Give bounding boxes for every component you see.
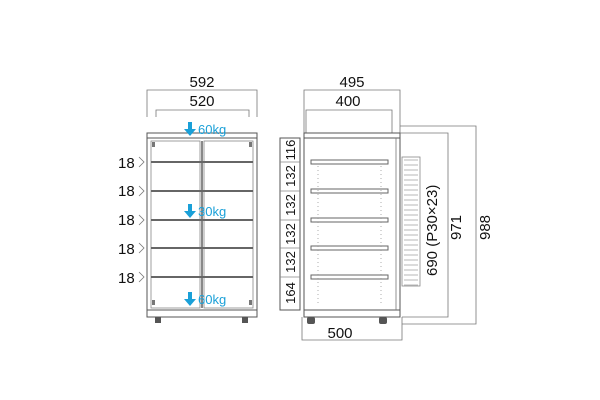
- hinge-bottom-right: [249, 300, 252, 305]
- adjust-range-label: 690 (P30×23): [424, 185, 441, 276]
- left-glass-door: [150, 140, 201, 309]
- load-middle-label: 30kg: [198, 204, 226, 219]
- total-height-dimension-line: [400, 125, 477, 325]
- inner-width-dimension-line: [155, 109, 250, 117]
- chevron-right-icon: [138, 185, 145, 197]
- front-base-board: [146, 309, 258, 318]
- load-bottom: 60kg: [184, 292, 226, 307]
- side-base-board: [303, 309, 401, 318]
- base-depth-label: 500: [327, 325, 352, 342]
- load-bottom-label: 60kg: [198, 292, 226, 307]
- pitch-column-frame: [279, 137, 301, 311]
- shelf-thickness-label: 18: [118, 270, 135, 287]
- side-top-board: [303, 132, 401, 139]
- shelf-pitch-label: 164: [283, 282, 298, 304]
- shelf-thickness-label: 18: [118, 155, 135, 172]
- side-caster-back: [379, 317, 387, 324]
- side-view: 495 400 116 132 132 132 132 164: [279, 74, 494, 342]
- shelf-thickness-label: 18: [118, 212, 135, 229]
- inner-depth-label: 400: [335, 93, 360, 110]
- side-shelves: [310, 159, 389, 280]
- shelf-thickness-label: 18: [118, 241, 135, 258]
- right-glass-door: [203, 140, 254, 309]
- base-depth-dimension-line: [301, 317, 403, 341]
- outer-width-label: 592: [189, 74, 214, 91]
- front-foot-right: [242, 317, 248, 323]
- load-top-label: 60kg: [198, 122, 226, 137]
- side-shelf: [310, 188, 389, 194]
- down-arrow-icon: [184, 122, 196, 136]
- chevron-right-icon: [138, 214, 145, 226]
- shelf-pitch-label: 132: [283, 194, 298, 216]
- side-shelf: [310, 159, 389, 165]
- chevron-right-icon: [138, 242, 145, 254]
- body-height-dimension-line: [400, 132, 449, 318]
- down-arrow-icon: [184, 292, 196, 306]
- front-top-board: [146, 132, 258, 139]
- outer-width-dimension-line: [146, 89, 258, 117]
- side-shelf: [310, 245, 389, 251]
- side-caster-front: [307, 317, 315, 324]
- inner-width-label: 520: [189, 93, 214, 110]
- shelf-pitch-column: 116 132 132 132 132 164: [279, 137, 301, 311]
- total-height-label: 988: [477, 215, 494, 240]
- shelf-pitch-label: 132: [283, 251, 298, 273]
- load-middle: 30kg: [184, 204, 226, 219]
- adjustment-ladder: [401, 156, 421, 287]
- front-view: 592 520 60kg: [118, 74, 258, 323]
- hinge-top-left: [152, 142, 155, 147]
- adjustment-ladder-frame: [401, 156, 421, 287]
- chevron-right-icon: [138, 156, 145, 168]
- down-arrow-icon: [184, 204, 196, 218]
- top-depth-label: 495: [339, 74, 364, 91]
- shelf-thickness-label: 18: [118, 183, 135, 200]
- front-shelves: [151, 161, 253, 278]
- hinge-top-right: [249, 142, 252, 147]
- load-top: 60kg: [184, 122, 226, 137]
- side-shelf: [310, 274, 389, 280]
- top-depth-dimension-line: [303, 89, 401, 133]
- shelf-thickness-labels: 18 18 18 18 18: [118, 155, 145, 287]
- side-shelf: [310, 217, 389, 223]
- hinge-bottom-left: [152, 300, 155, 305]
- body-height-label: 971: [448, 215, 465, 240]
- shelf-pitch-label: 116: [283, 140, 298, 161]
- shelf-pitch-label: 132: [283, 223, 298, 245]
- chevron-right-icon: [138, 271, 145, 283]
- inner-depth-dimension-line: [305, 109, 393, 133]
- adjustment-ladder-ticks: [404, 159, 418, 286]
- front-foot-left: [155, 317, 161, 323]
- shelf-pitch-label: 132: [283, 165, 298, 187]
